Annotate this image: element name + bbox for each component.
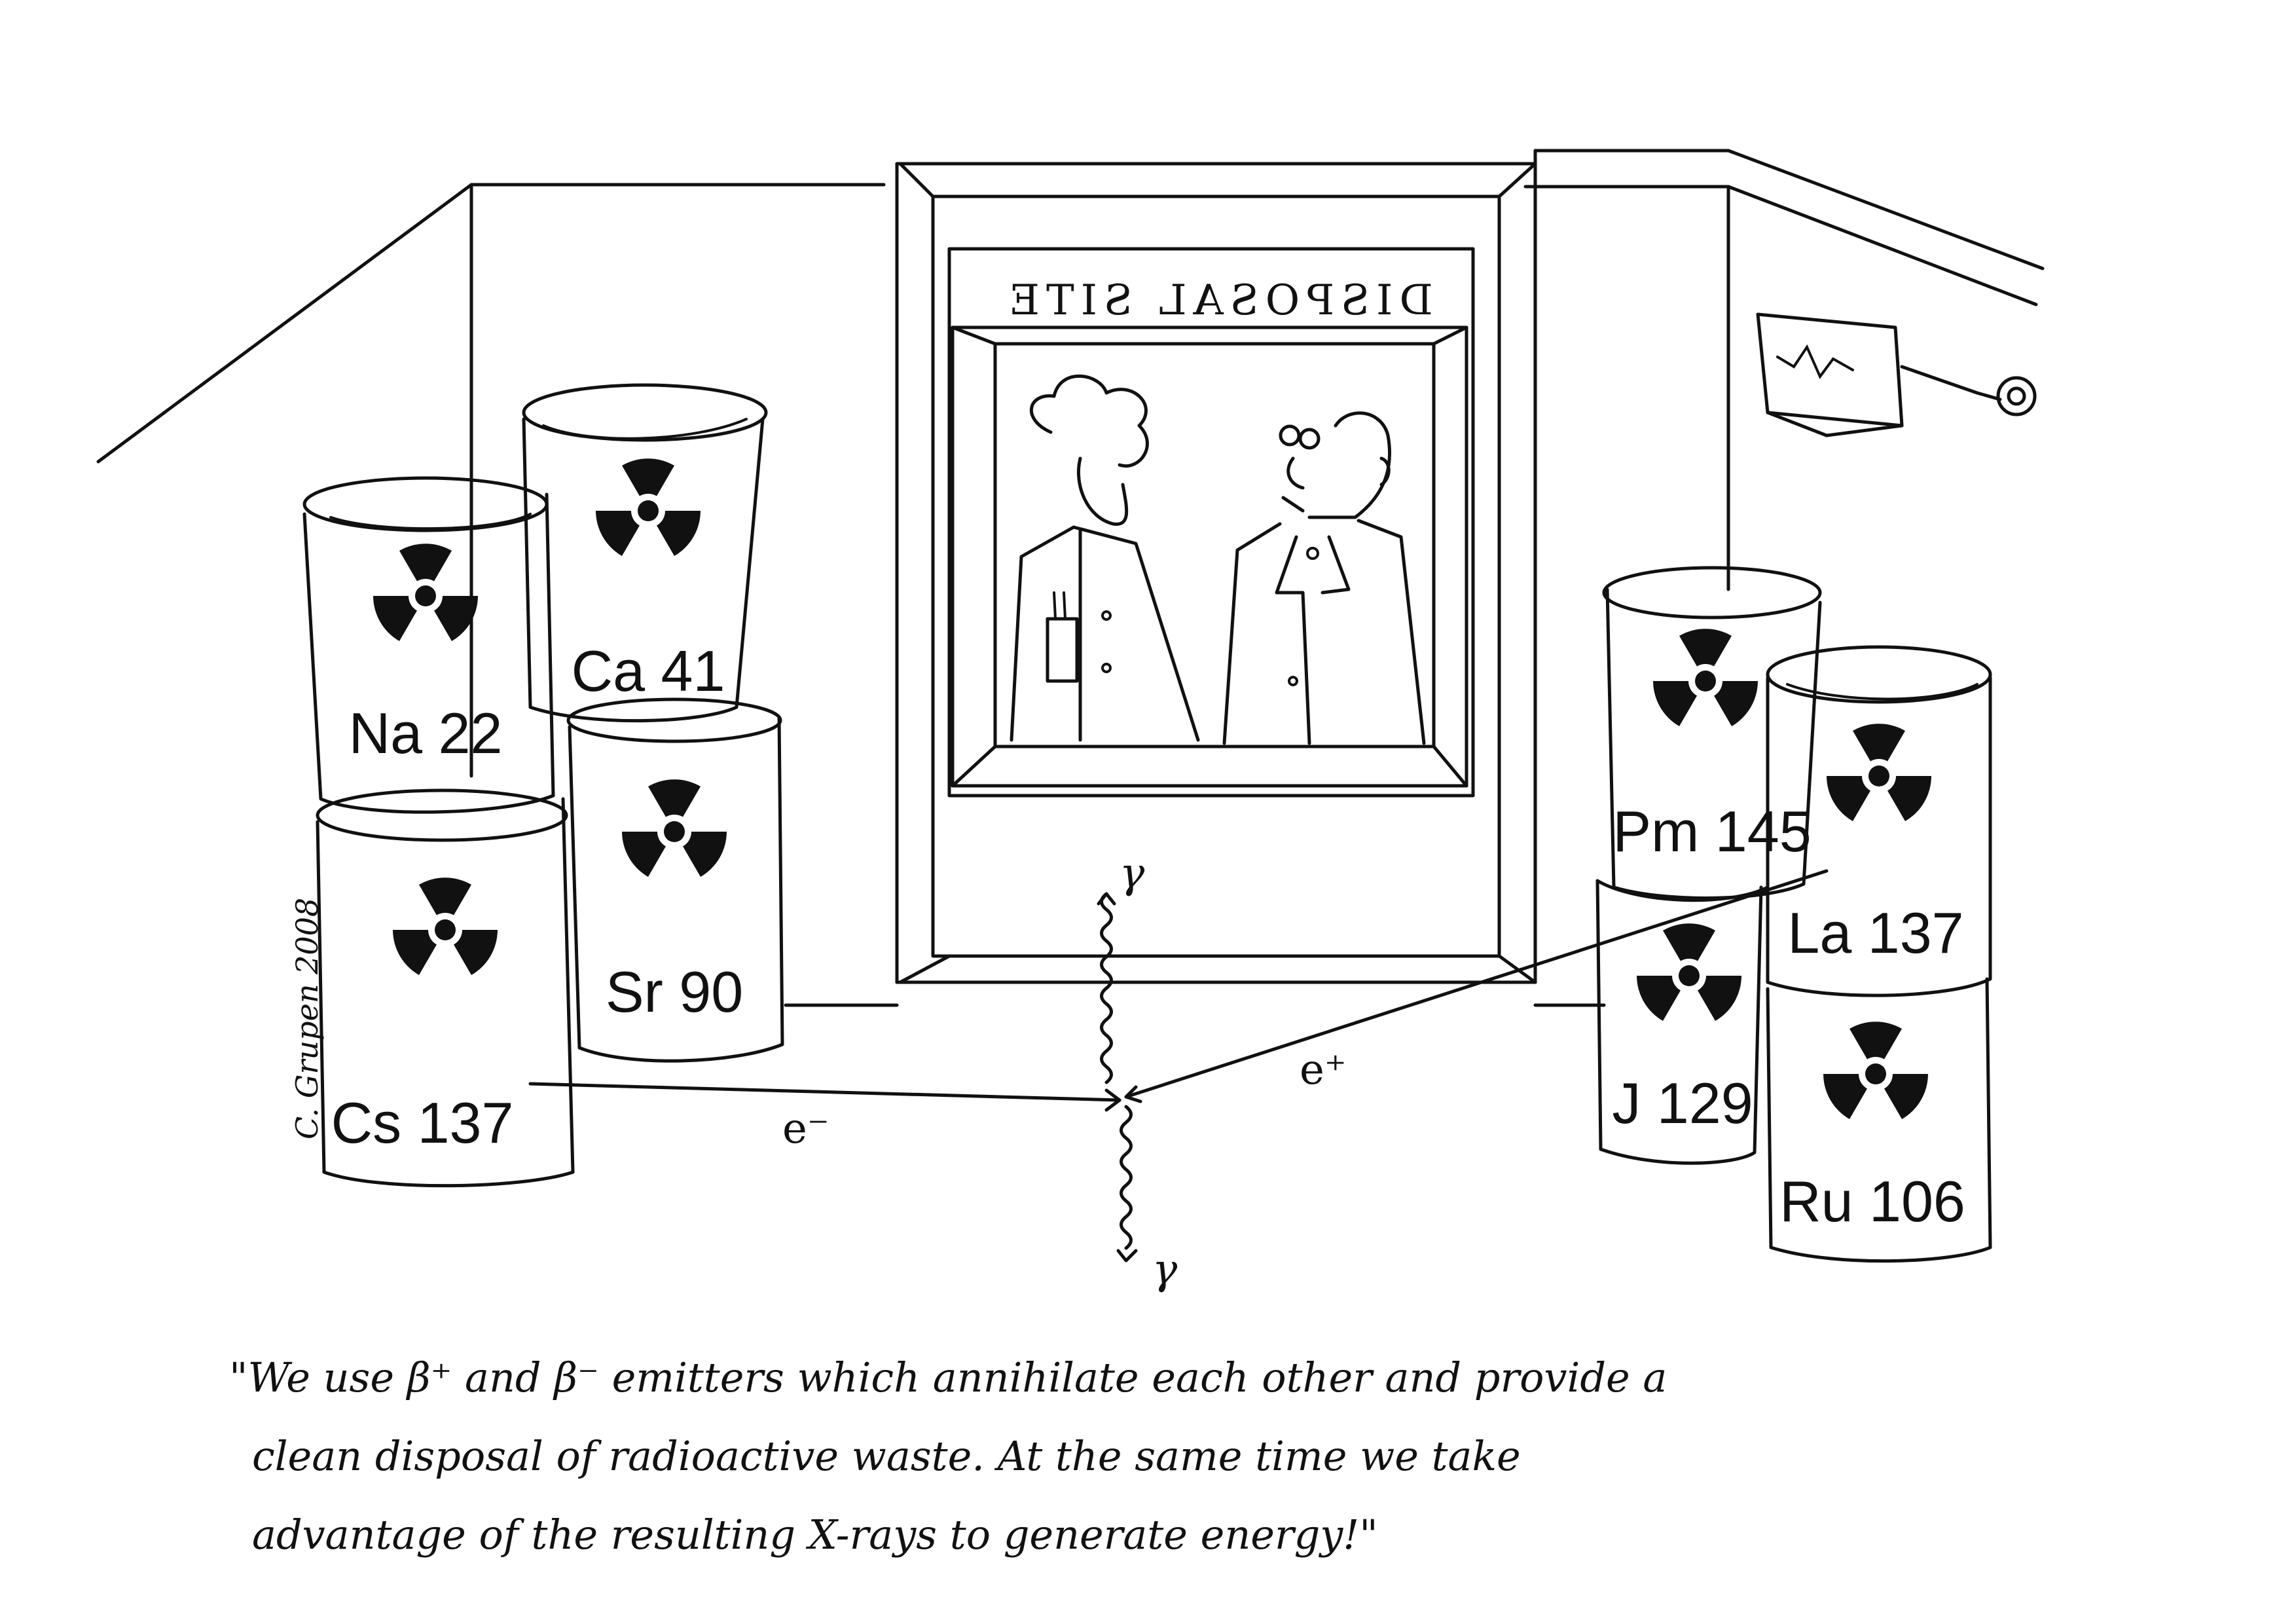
- scientists: [1010, 374, 1426, 745]
- barrel-label-ru106: Ru 106: [1779, 1169, 1965, 1234]
- barrel-na22: Na 22: [302, 476, 555, 814]
- artist-signature: C. Grupen 2008: [289, 898, 325, 1139]
- barrel-sr90: Sr 90: [566, 697, 784, 1063]
- particle-tracks: [528, 869, 1829, 1263]
- barrel-label-ca41: Ca 41: [572, 638, 725, 703]
- electron-label: e⁻: [782, 1105, 829, 1153]
- caption-line-1: "We use β⁺ and β⁻ emitters which annihil…: [229, 1354, 1667, 1401]
- barrel-label-la137: La 137: [1787, 900, 1963, 965]
- gamma-top-label: γ: [1120, 849, 1145, 898]
- barrel-ru106: Ru 106: [1766, 977, 1992, 1263]
- disposal-sign: DISPOSAL SITE: [1002, 276, 1432, 325]
- positron-label: e⁺: [1300, 1046, 1347, 1094]
- caption-line-3: advantage of the resulting X-rays to gen…: [252, 1511, 1378, 1559]
- barrel-label-na22: Na 22: [349, 701, 503, 766]
- barrel-pm145: Pm 145: [1602, 566, 1822, 900]
- barrel-ca41: Ca 41: [522, 383, 768, 723]
- sign-text: DISPOSAL SITE: [1002, 276, 1432, 325]
- window-frame: [895, 162, 1537, 984]
- gamma-bottom-label: γ: [1152, 1246, 1178, 1294]
- barrel-label-sr90: Sr 90: [606, 959, 743, 1024]
- barrel-j129: J 129: [1595, 879, 1770, 1165]
- barrel-la137: La 137: [1766, 645, 1992, 997]
- wall-monitor: [1756, 312, 2037, 437]
- barrel-label-j129: J 129: [1612, 1071, 1753, 1135]
- caption-line-2: clean disposal of radioactive waste. At …: [252, 1432, 1521, 1480]
- barrel-cs137: Cs 137: [316, 788, 575, 1188]
- caption: "We use β⁺ and β⁻ emitters which annihil…: [229, 1354, 1667, 1559]
- barrel-label-cs137: Cs 137: [331, 1090, 514, 1155]
- barrel-label-pm145: Pm 145: [1613, 799, 1811, 864]
